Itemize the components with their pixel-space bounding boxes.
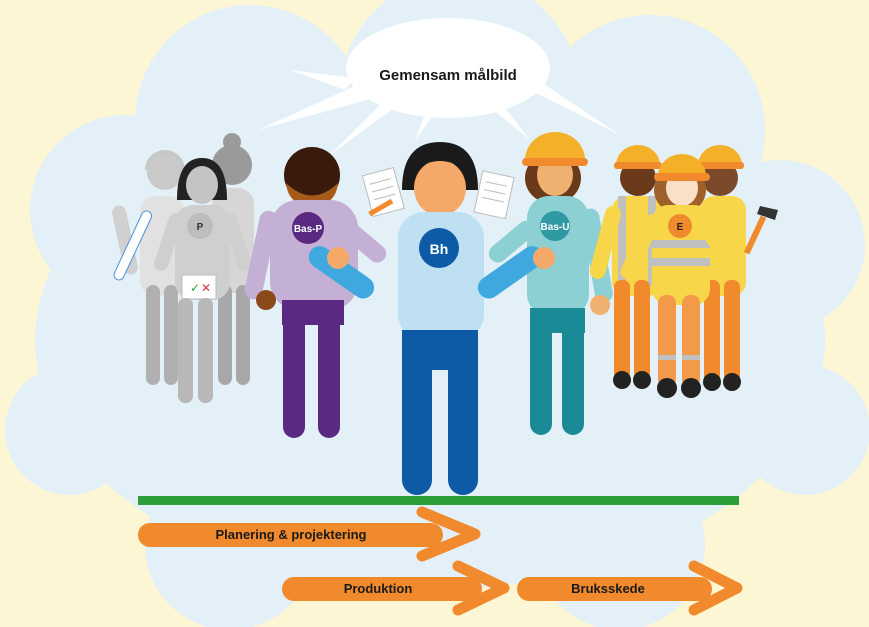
bas-u-badge-icon xyxy=(540,211,570,241)
speech-bubble: Gemensam målbild xyxy=(258,18,620,155)
p-badge-label: P xyxy=(197,222,204,233)
document-icon-2 xyxy=(473,170,515,220)
phase-label-operation: Bruksskede xyxy=(571,581,645,596)
timeline-bar xyxy=(138,496,739,505)
clipboard-icon xyxy=(181,274,217,300)
phase-arrow-operation: Bruksskede xyxy=(517,560,743,616)
worker-group: E xyxy=(589,145,778,398)
phase-arrow-planning: Planering & projektering xyxy=(138,506,481,562)
person-bh: Bh xyxy=(308,142,555,495)
worker-e: E xyxy=(620,154,778,398)
check-icon: ✓ xyxy=(190,281,200,295)
person-p: P ✓ ✕ xyxy=(154,158,252,403)
e-badge-label: E xyxy=(677,222,684,233)
document-icon xyxy=(361,166,405,218)
hammer-icon xyxy=(743,206,778,255)
e-badge-icon xyxy=(668,214,692,238)
pencil-icon xyxy=(368,198,394,217)
bas-p-badge-icon xyxy=(292,212,324,244)
cross-icon: ✕ xyxy=(201,281,211,295)
phase-label-planning: Planering & projektering xyxy=(216,527,367,542)
bh-badge-icon xyxy=(419,228,459,268)
bas-u-badge-label: Bas-U xyxy=(541,222,570,233)
person-bas-u: Bas-U xyxy=(473,132,613,435)
person-bas-p: Bas-P xyxy=(244,147,405,438)
bas-p-badge-label: Bas-P xyxy=(294,224,323,235)
phase-arrow-production: Produktion xyxy=(282,560,510,616)
speech-bubble-text: Gemensam målbild xyxy=(379,67,517,84)
bh-badge-label: Bh xyxy=(430,241,449,257)
phase-label-production: Produktion xyxy=(344,581,413,596)
p-badge-icon xyxy=(187,213,213,239)
